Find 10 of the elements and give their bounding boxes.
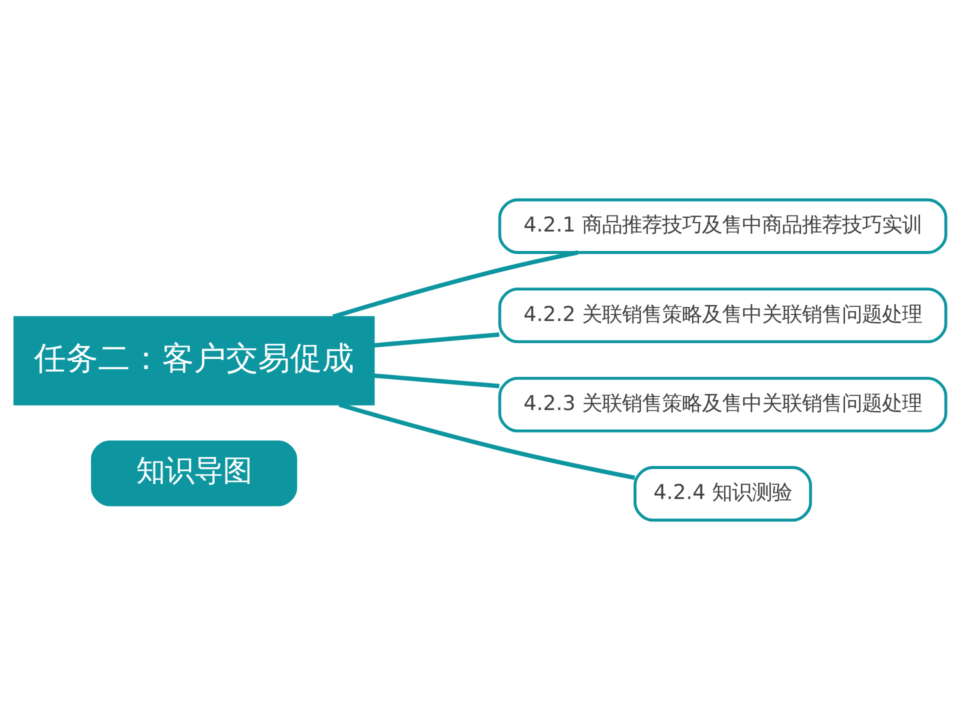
connector xyxy=(374,332,500,348)
node-box: 4.2.1 商品推荐技巧及售中商品推荐技巧实训 xyxy=(498,198,948,254)
node-box: 4.2.4 知识测验 xyxy=(634,466,812,522)
connector xyxy=(374,373,500,388)
connector xyxy=(338,402,636,480)
connector xyxy=(332,250,578,319)
node-box: 任务二：客户交易促成 xyxy=(13,316,375,406)
node-box: 4.2.2 关联销售策略及售中关联销售问题处理 xyxy=(498,288,948,344)
node-box: 知识导图 xyxy=(90,440,298,506)
node-box: 4.2.3 关联销售策略及售中关联销售问题处理 xyxy=(498,376,948,432)
